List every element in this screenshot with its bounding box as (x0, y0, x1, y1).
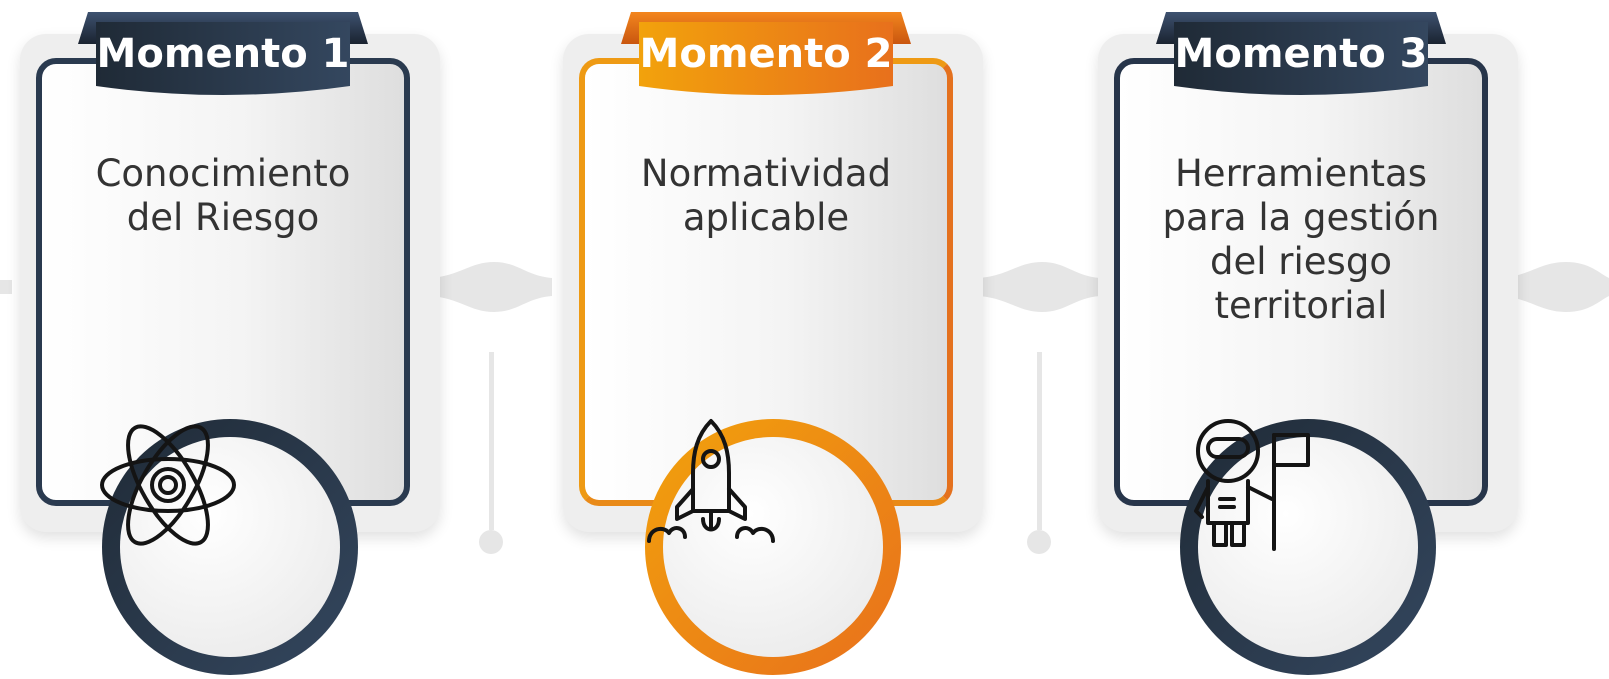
stage-card-2: Normatividad aplicable Momento 2 (555, 0, 983, 675)
stage-ribbon: Momento 2 (617, 10, 915, 102)
stage-title-line: del riesgo (1210, 240, 1392, 283)
stage-card-1: Conocimiento del Riesgo Momento 1 (12, 0, 440, 675)
icon-badge (641, 415, 905, 679)
stage-title: Herramientas para la gestión del riesgo … (1120, 152, 1482, 328)
connector-node (1500, 262, 1609, 312)
connector-stem (1037, 352, 1042, 530)
stage-card-3: Herramientas para la gestión del riesgo … (1090, 0, 1518, 675)
icon-badge (98, 415, 362, 679)
connector-node (430, 262, 552, 312)
stage-title-line: Herramientas (1174, 152, 1428, 195)
stage-title-line: Normatividad (640, 152, 892, 195)
stage-ribbon: Momento 3 (1152, 10, 1450, 102)
connector-node (978, 262, 1100, 312)
stage-title-line: territorial (1214, 284, 1388, 327)
stage-label: Momento 2 (639, 31, 893, 77)
stage-title-line: del Riesgo (126, 196, 320, 239)
stage-label: Momento 1 (96, 31, 350, 77)
connector-dot (1027, 530, 1051, 554)
stage-ribbon: Momento 1 (74, 10, 372, 102)
stage-title-line: para la gestión (1162, 196, 1440, 239)
stage-title-line: Conocimiento (95, 152, 351, 195)
rocket-launch-icon (647, 419, 775, 543)
connector-stub (0, 280, 12, 294)
astronaut-flag-icon (1194, 419, 1310, 551)
connector-dot (479, 530, 503, 554)
connector-stem (489, 352, 494, 530)
stage-title: Normatividad aplicable (585, 152, 947, 240)
stage-title: Conocimiento del Riesgo (42, 152, 404, 240)
stage-title-line: aplicable (682, 196, 850, 239)
icon-badge (1176, 415, 1440, 679)
stage-label: Momento 3 (1174, 31, 1428, 77)
atom-icon (100, 424, 236, 546)
